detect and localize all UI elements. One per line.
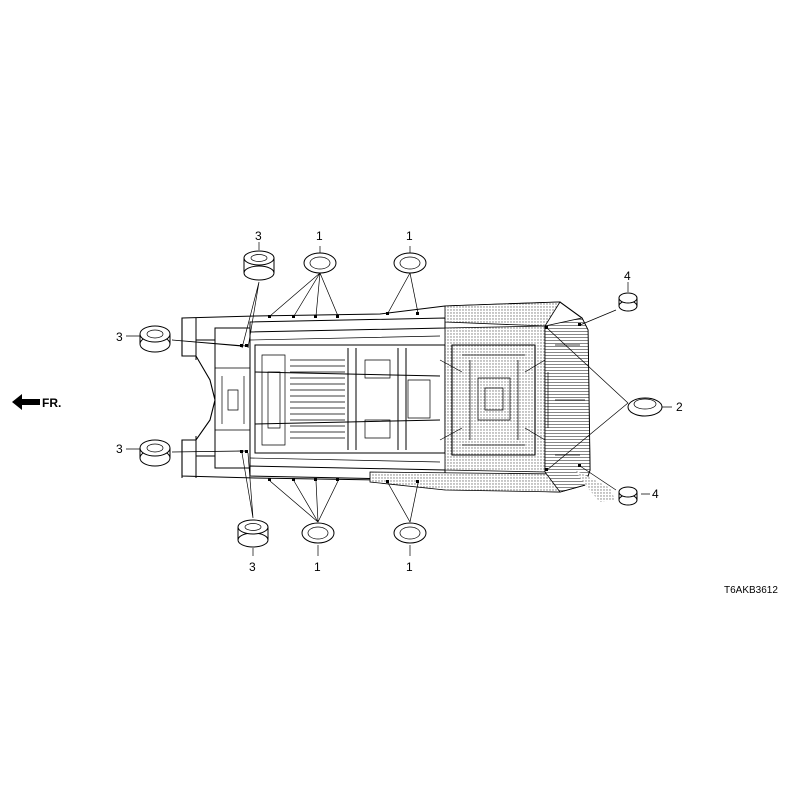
- floor-bracket-details: [261, 354, 286, 446]
- grommet-bottom-1a: [301, 522, 335, 544]
- callout-right-4-top: 4: [624, 269, 631, 283]
- grommet-right-4-top: [618, 292, 638, 312]
- crossmember-1: [347, 348, 357, 450]
- callout-bottom-1a: 1: [314, 560, 321, 574]
- grommet-top-1b: [393, 252, 427, 274]
- grommet-bottom-left-3: [237, 519, 269, 548]
- rear-lower-spill: [575, 470, 615, 502]
- grommet-right-4-bottom: [618, 486, 638, 506]
- rear-subframe-details: [462, 354, 525, 446]
- callout-right-2: 2: [676, 400, 683, 414]
- grommet-bottom-1b: [393, 522, 427, 544]
- front-subframe-detail: [215, 367, 250, 431]
- rear-floor-lower-shaded: [369, 471, 561, 493]
- vehicle-underbody: [181, 301, 615, 502]
- grommet-left-3-lower: [139, 439, 171, 467]
- grommet-top-1a: [303, 252, 337, 274]
- diagram-code: T6AKB3612: [724, 585, 778, 596]
- callout-right-4-bottom: 4: [652, 487, 659, 501]
- crossmember-2: [397, 348, 407, 450]
- arrow-left-icon: [12, 394, 40, 410]
- crossmember-details: [364, 359, 431, 439]
- rear-tail-details: [547, 344, 585, 456]
- rear-suspension-arms: [439, 359, 546, 441]
- rear-floor-upper-shaded: [444, 301, 561, 327]
- leader-lines: [126, 242, 672, 556]
- rail-inner-lines: [249, 335, 441, 463]
- grommet-left-3-upper: [139, 325, 171, 353]
- rear-subframe: [451, 344, 536, 456]
- grommet-top-left-3: [243, 250, 275, 281]
- callout-top-1a: 1: [316, 229, 323, 243]
- front-label: FR.: [42, 396, 61, 410]
- callout-top-left-3: 3: [255, 229, 262, 243]
- callout-left-3-lower: 3: [116, 442, 123, 456]
- callout-bottom-1b: 1: [406, 560, 413, 574]
- rail-holes: [240, 312, 581, 483]
- front-frame: [181, 318, 215, 478]
- grommet-right-2: [627, 397, 663, 417]
- callout-top-1b: 1: [406, 229, 413, 243]
- callout-bottom-left-3: 3: [249, 560, 256, 574]
- front-subframe: [214, 327, 251, 469]
- rear-floor-shaded: [444, 325, 546, 473]
- floor-ribs: [290, 359, 345, 439]
- front-direction-indicator: FR.: [12, 394, 61, 410]
- callout-left-3-upper: 3: [116, 330, 123, 344]
